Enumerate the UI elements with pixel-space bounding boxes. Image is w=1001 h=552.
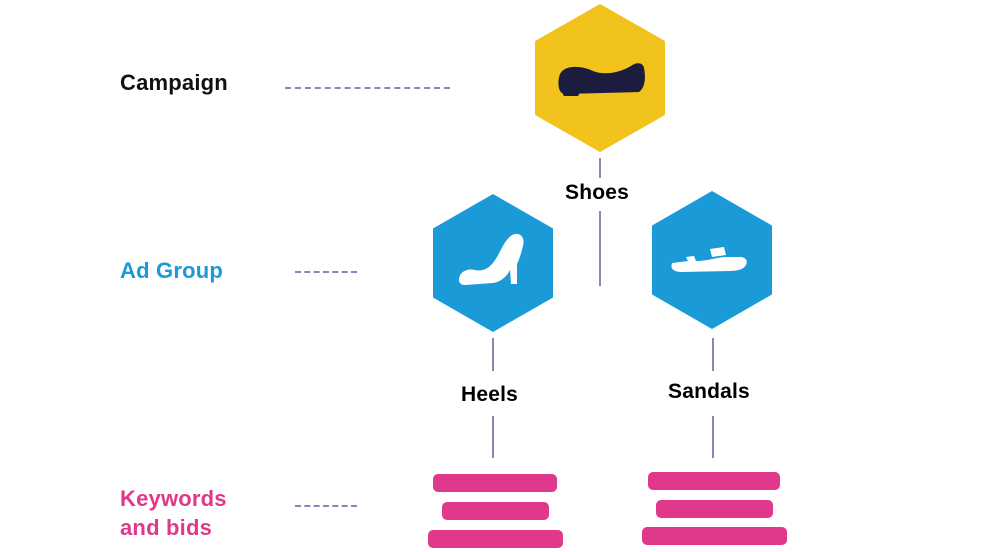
level-label-keywords-line2: and bids xyxy=(120,515,213,540)
high-heel-icon xyxy=(459,233,524,285)
level-label-campaign: Campaign xyxy=(120,70,228,95)
ad-group-dashed-line xyxy=(295,271,357,273)
sandals-keyword-bars xyxy=(642,472,787,545)
sandals-keyword-bar-3[interactable] xyxy=(642,527,787,545)
sandals-connector-line-upper xyxy=(712,338,714,371)
shoes-connector-line xyxy=(599,158,601,178)
sandals-label: Sandals xyxy=(668,380,750,403)
shoes-hexagon[interactable] xyxy=(535,4,665,152)
level-label-ad-group: Ad Group xyxy=(120,258,224,283)
sandals-hexagon[interactable] xyxy=(652,191,772,329)
keywords-dashed-line xyxy=(295,505,357,507)
heels-keyword-bar-1[interactable] xyxy=(433,474,557,492)
heels-connector-line-upper xyxy=(492,338,494,371)
heels-hexagon[interactable] xyxy=(433,194,553,332)
shoes-connector-line-lower xyxy=(599,211,601,286)
heels-label: Heels xyxy=(461,383,519,406)
shoes-label: Shoes xyxy=(565,181,630,204)
heels-keyword-bar-3[interactable] xyxy=(428,530,563,548)
level-label-keywords-line1: Keywords xyxy=(120,486,227,511)
sandals-keyword-bar-2[interactable] xyxy=(656,500,773,518)
level-label-keywords: Keywords and bids xyxy=(120,484,227,542)
sandal-icon xyxy=(671,247,747,272)
heels-keyword-bar-2[interactable] xyxy=(442,502,549,520)
campaign-dashed-line xyxy=(285,87,450,89)
loafer-shoe-icon xyxy=(558,63,645,96)
sandals-keyword-bar-1[interactable] xyxy=(648,472,780,490)
heels-connector-line-lower xyxy=(492,416,494,458)
heels-keyword-bars xyxy=(428,474,563,548)
sandals-connector-line-lower xyxy=(712,416,714,458)
